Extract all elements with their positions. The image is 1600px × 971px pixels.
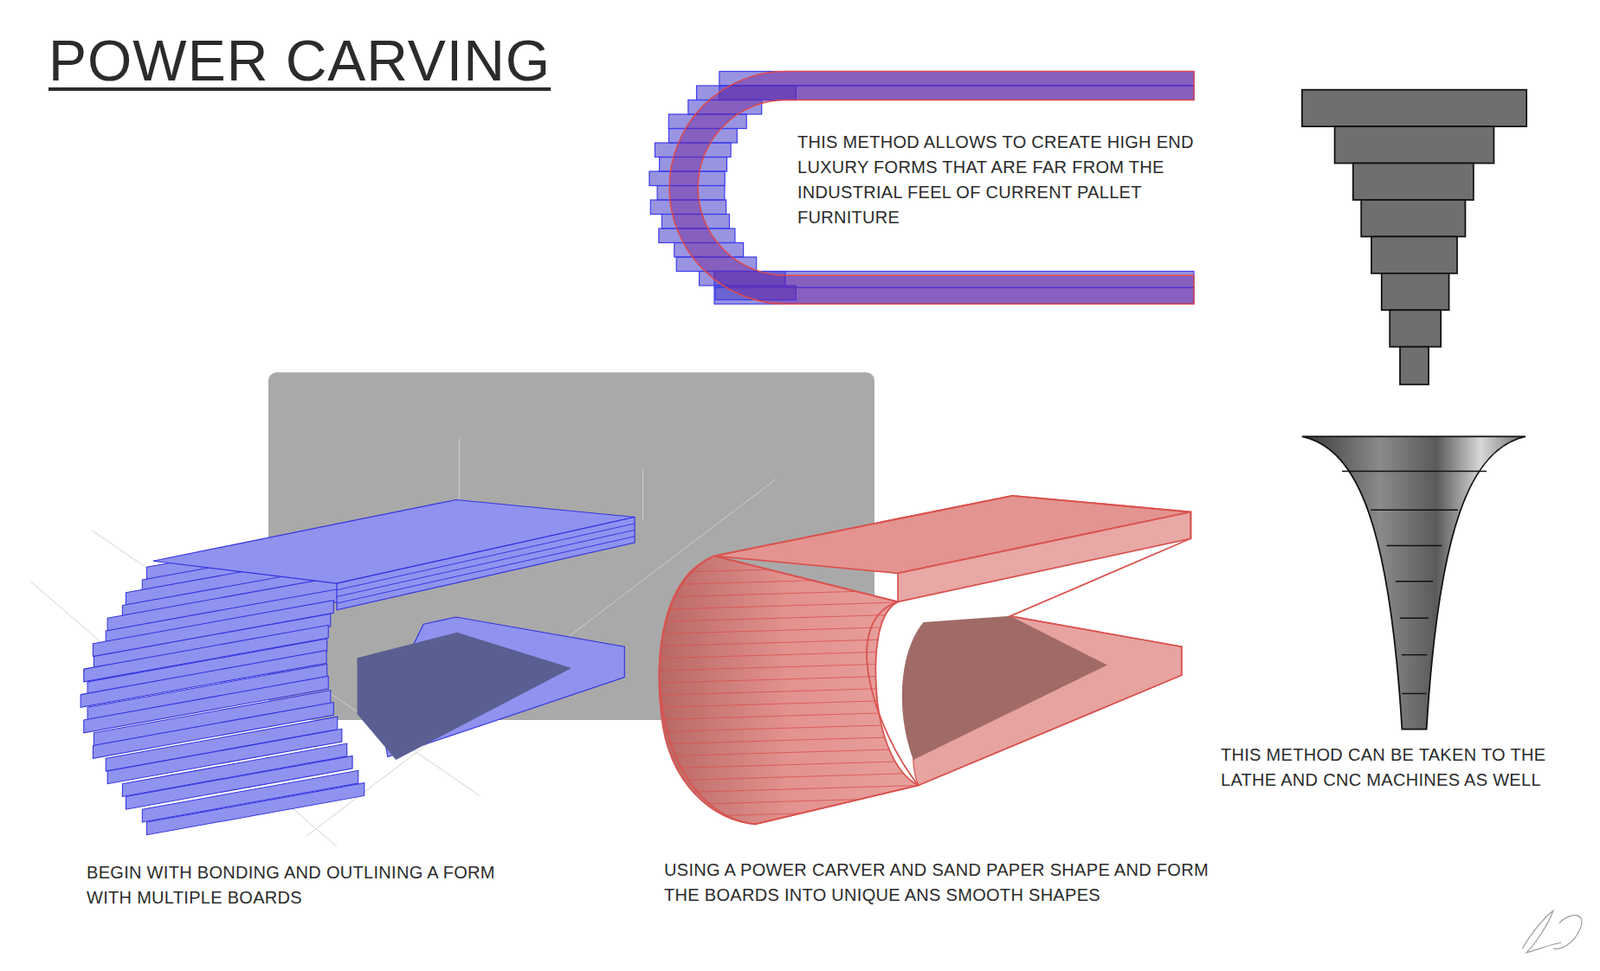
note-text: BEGIN WITH BONDING AND OUTLINING A FORM … [86, 860, 537, 911]
carved-table [643, 496, 1192, 826]
note-text: THIS METHOD ALLOWS TO CREATE HIGH END LU… [797, 129, 1205, 231]
stepped-table [80, 500, 635, 836]
signature-mark [1522, 910, 1582, 953]
page-title: POWER CARVING [48, 27, 551, 94]
smooth-funnel [1302, 436, 1526, 730]
note-text: THIS METHOD CAN BE TAKEN TO THE LATHE AN… [1220, 742, 1592, 794]
note-text: USING A POWER CARVER AND SAND PAPER SHAP… [664, 858, 1219, 909]
stepped-cone [1302, 90, 1527, 386]
